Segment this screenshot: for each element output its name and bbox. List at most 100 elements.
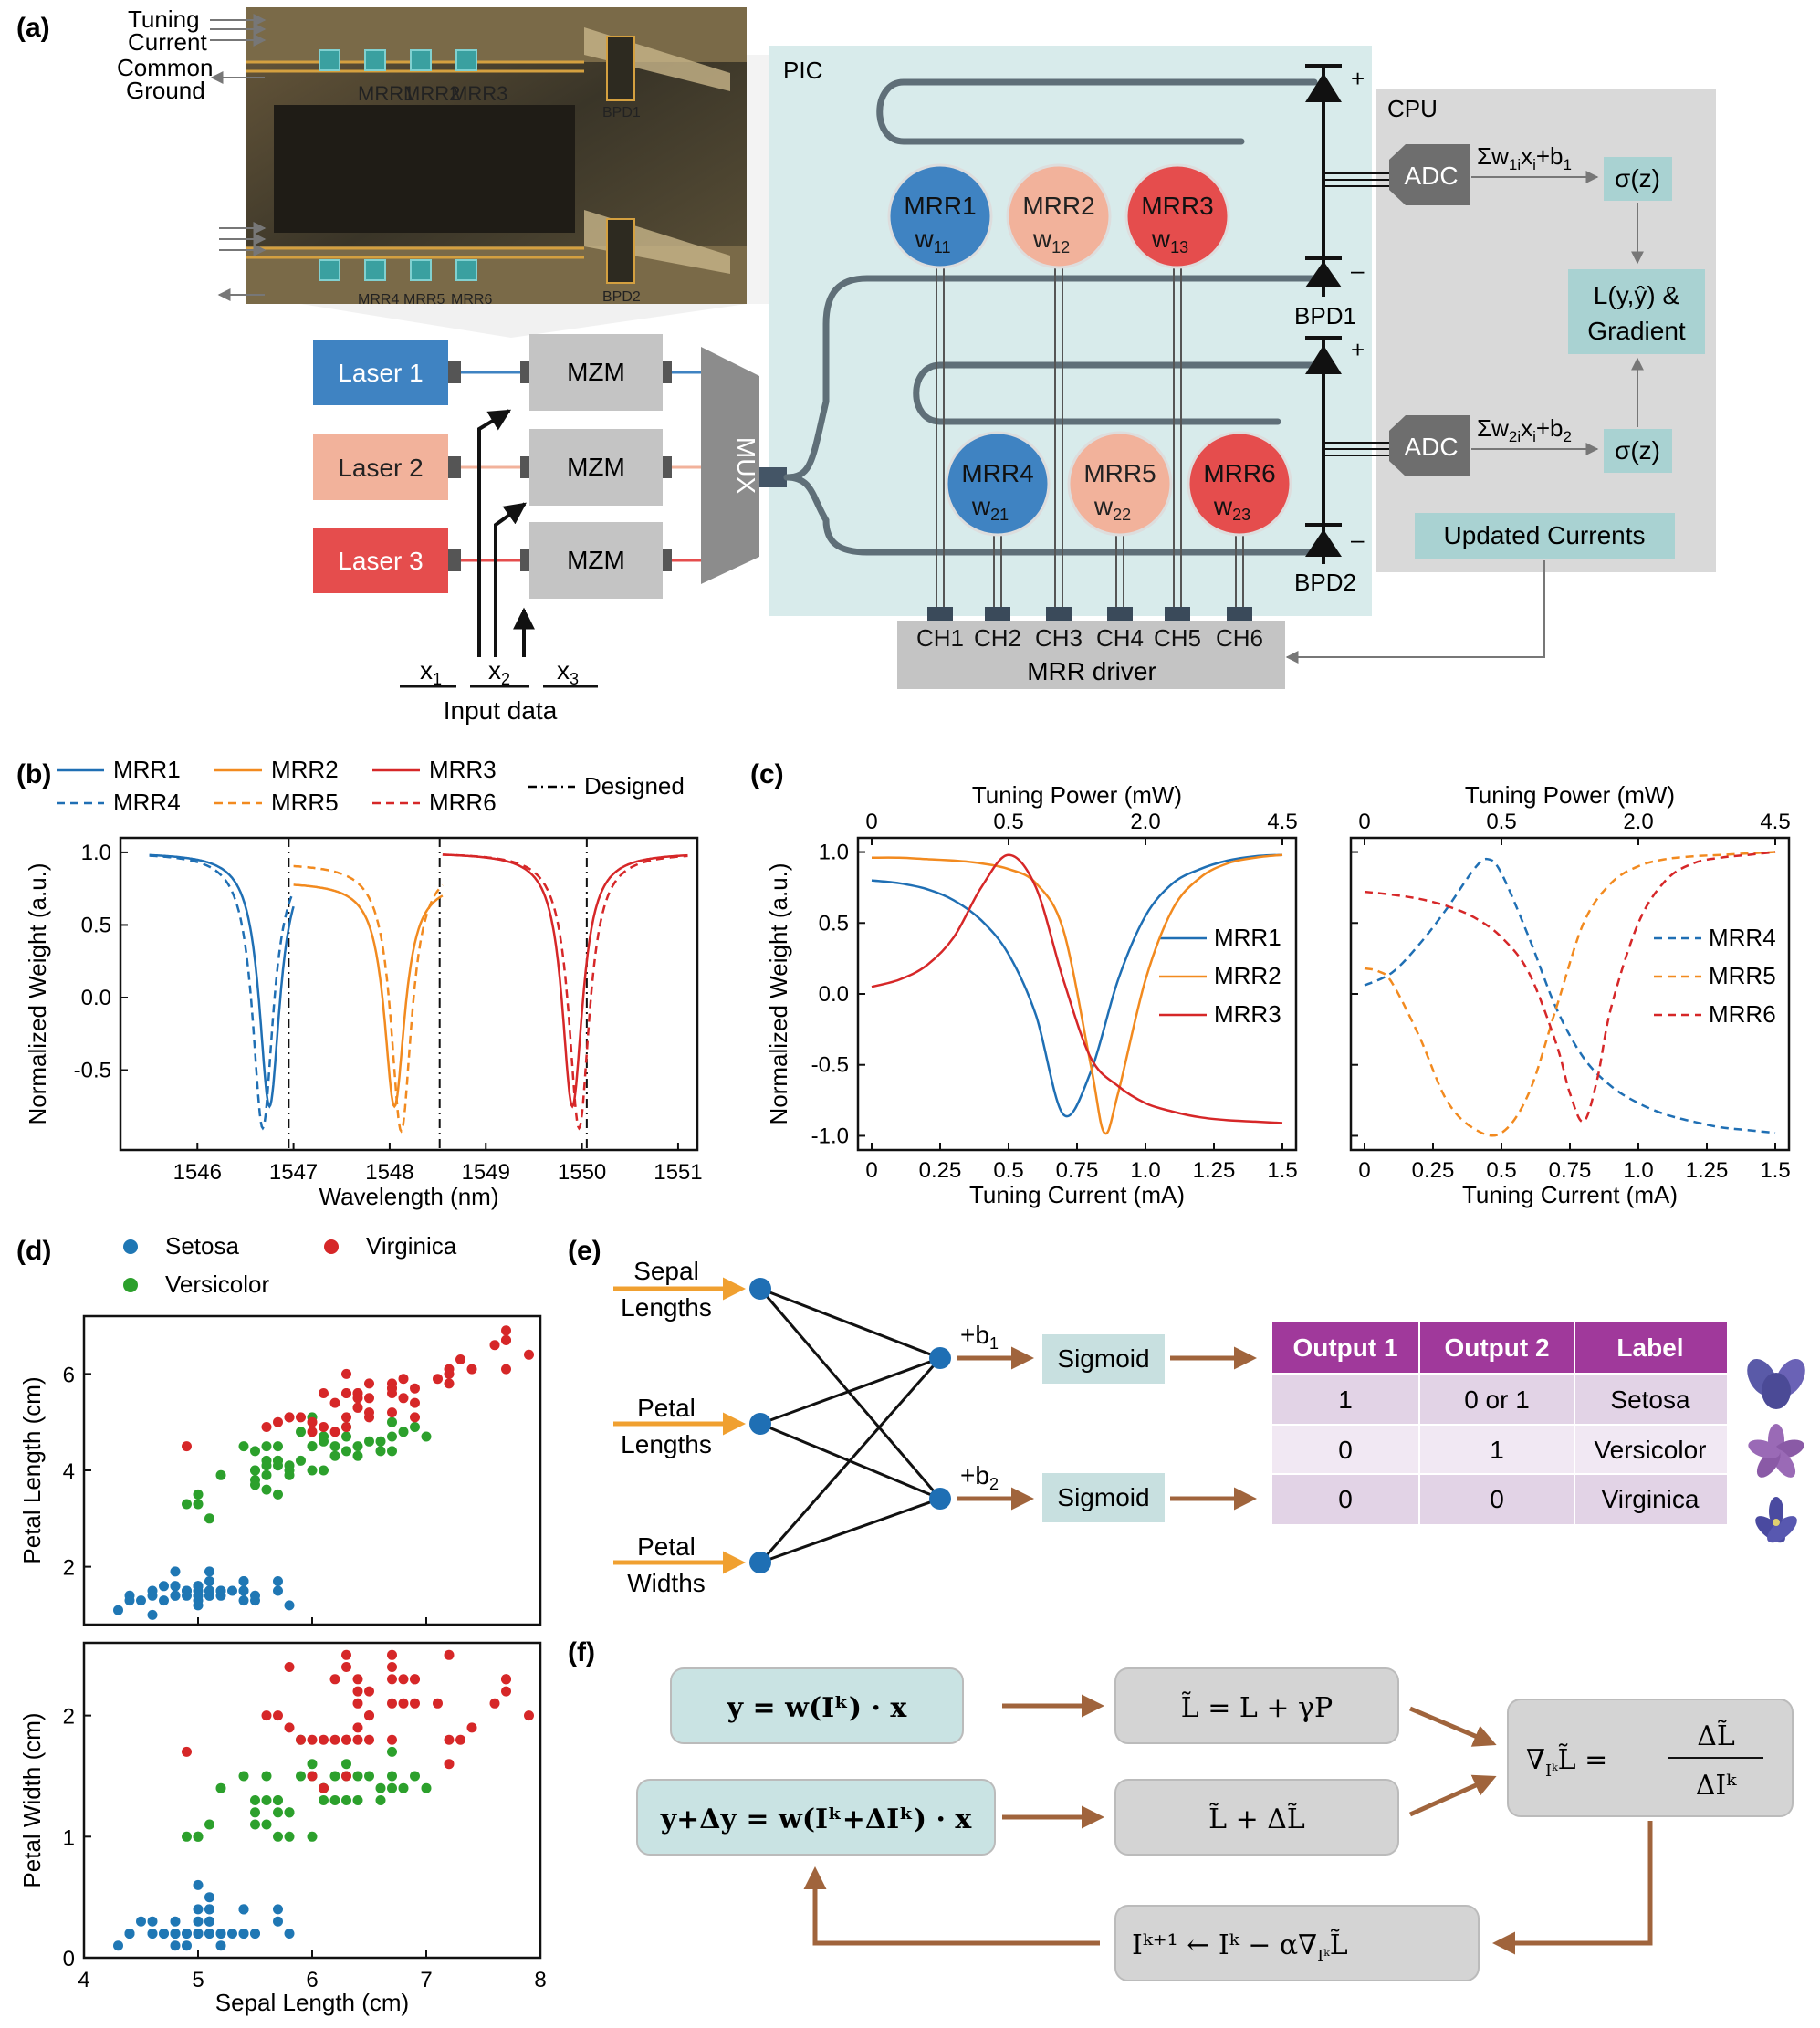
d-point-virginica [398, 1374, 409, 1385]
d-point-setosa [136, 1595, 146, 1606]
adc-2-label: ADC [1404, 433, 1458, 461]
d-point-versicolor [193, 1499, 204, 1510]
perturbed-eq: y+Δy = w(Iᵏ+ΔIᵏ) · x [660, 1803, 973, 1835]
d-point-setosa [170, 1929, 181, 1939]
d-point-virginica [387, 1662, 397, 1672]
table-header-output2: Output 2 [1444, 1333, 1549, 1362]
d-point-virginica [319, 1782, 329, 1793]
panel-b-label: (b) [16, 759, 51, 789]
c-xtick: 0.75 [1549, 1158, 1592, 1183]
d-point-setosa [159, 1581, 169, 1592]
d-point-virginica [501, 1325, 511, 1336]
chip-mrr3: MRR3 [451, 82, 507, 105]
b-legend-label: Designed [584, 772, 685, 800]
d-point-virginica [501, 1686, 511, 1697]
d-point-setosa [170, 1581, 181, 1592]
c-toptick: 0.5 [993, 810, 1023, 834]
mrr-weight-label: w12 [1032, 225, 1070, 256]
b-xtick: 1551 [654, 1160, 702, 1185]
c-series-mrr1 [871, 853, 1283, 1118]
d-point-virginica [329, 1397, 340, 1408]
laser-1: Laser 1 [313, 340, 461, 405]
d-point-versicolor [273, 1489, 283, 1500]
d-point-setosa [204, 1904, 214, 1915]
plot-frame [82, 1641, 542, 1960]
loss-gradient-block: L(y,ŷ) & Gradient [1568, 269, 1705, 354]
d-point-versicolor [273, 1807, 283, 1818]
d-legend-marker [123, 1278, 138, 1292]
d-point-virginica [489, 1340, 500, 1351]
input-node-2 [749, 1413, 771, 1435]
bpd2-label: BPD2 [1294, 569, 1356, 596]
chip-ground-label: Ground [126, 77, 205, 104]
d-ytick: 2 [63, 1556, 75, 1581]
d-point-setosa [193, 1904, 204, 1915]
c-series-mrr5 [1364, 851, 1776, 1137]
d-point-virginica [364, 1393, 374, 1404]
c-xtick: 0.5 [993, 1158, 1023, 1183]
gradient-eq-num: ΔL̃ [1697, 1720, 1735, 1752]
mrr-ring-1 [887, 163, 993, 269]
mux-label: MUX [732, 437, 760, 495]
d-point-virginica [352, 1698, 363, 1709]
gradient-eq-left: ∇IᵏL̃ = [1526, 1744, 1607, 1781]
d-point-setosa [147, 1590, 158, 1601]
b-xtick: 1546 [173, 1160, 222, 1185]
d-point-setosa [227, 1585, 237, 1596]
d-point-virginica [364, 1378, 374, 1389]
d-point-versicolor [204, 1513, 214, 1524]
d-point-virginica [524, 1710, 534, 1721]
sigmoid-box-2-label: Sigmoid [1057, 1483, 1149, 1511]
panel-e-network: Sepal Lengths Petal Lengths Petal Widths… [613, 1257, 1257, 1597]
table-cell: 0 [1490, 1485, 1504, 1513]
d-point-virginica [433, 1698, 443, 1709]
forward-eq: y = w(Iᵏ) · x [727, 1692, 908, 1724]
c-xtick: 1.5 [1760, 1158, 1790, 1183]
d-xtick: 8 [534, 1968, 546, 1992]
d-point-versicolor [329, 1441, 340, 1452]
d-point-virginica [444, 1368, 455, 1379]
b-legend-label: MRR1 [113, 756, 181, 783]
d-point-setosa [238, 1576, 249, 1586]
d-point-versicolor [273, 1795, 283, 1805]
d-point-virginica [444, 1649, 455, 1660]
driver-channel-label: CH1 [916, 624, 964, 652]
d-point-virginica [341, 1649, 351, 1660]
mrr-ring-5 [1067, 431, 1173, 537]
d-point-virginica [444, 1759, 455, 1770]
c-ytick: -0.5 [811, 1053, 849, 1078]
c-toptick: 4.5 [1267, 810, 1297, 834]
d-point-setosa [215, 1940, 226, 1951]
d-point-virginica [352, 1722, 363, 1733]
d-point-setosa [182, 1940, 192, 1951]
c-ytick: -1.0 [811, 1124, 849, 1148]
d-point-virginica [501, 1364, 511, 1375]
panel-f-flow: y = w(Iᵏ) · x y+Δy = w(Iᵏ+ΔIᵏ) · x L̃ = … [636, 1667, 1794, 1981]
b-legend-label: MRR5 [271, 789, 339, 816]
d-point-versicolor [284, 1807, 295, 1818]
iris-flower-images [1747, 1359, 1805, 1543]
mrr-weight-label: w21 [971, 492, 1009, 524]
b-series-mrr1 [149, 853, 295, 1109]
d-point-virginica [261, 1710, 272, 1721]
d-point-setosa [113, 1605, 123, 1615]
d-point-setosa [170, 1940, 181, 1951]
d-point-versicolor [364, 1771, 374, 1782]
d-point-setosa [204, 1929, 214, 1939]
mrr-ring-label: MRR1 [904, 192, 976, 220]
d-point-setosa [204, 1892, 214, 1903]
d-point-virginica [319, 1734, 329, 1745]
d-point-setosa [147, 1916, 158, 1927]
d-point-versicolor [307, 1441, 318, 1452]
c-xtick: 0.25 [1412, 1158, 1455, 1183]
d-point-versicolor [307, 1465, 318, 1476]
table-cell: Setosa [1610, 1385, 1690, 1414]
driver-channel-label: CH5 [1154, 624, 1201, 652]
c-toptick: 0 [1358, 810, 1370, 834]
d-point-setosa [238, 1904, 249, 1915]
d-point-setosa [193, 1929, 204, 1939]
table-cell: Virginica [1602, 1485, 1700, 1513]
